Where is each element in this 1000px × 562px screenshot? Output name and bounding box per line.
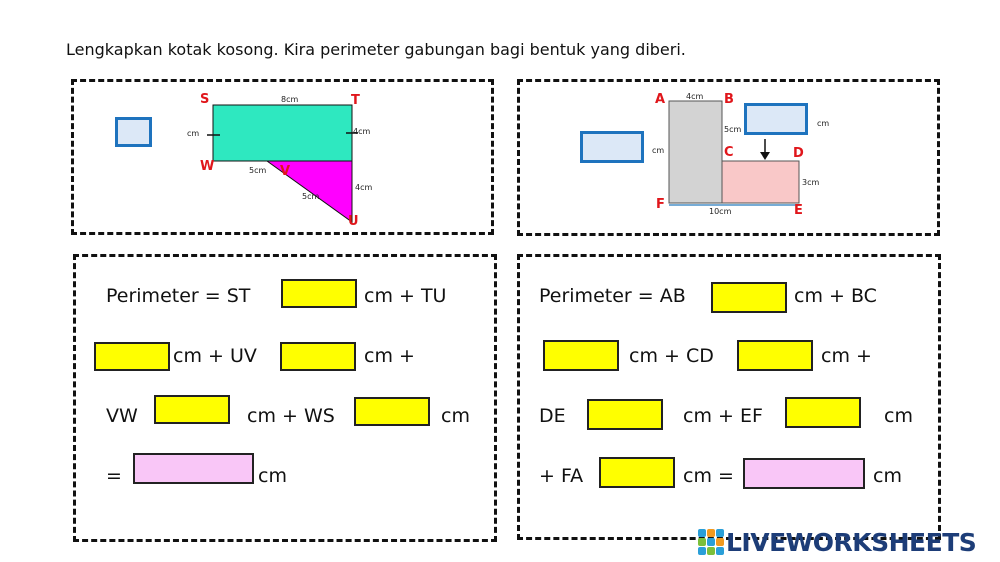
eq2-line1-end: cm + BC [794, 285, 877, 307]
eq1-line2-end: cm + [364, 345, 415, 367]
shape2-left-unit: cm [652, 146, 665, 155]
eq2-line1-start: Perimeter = AB [539, 285, 686, 307]
liveworksheets-logo: LIVEWORKSHEETS [698, 527, 977, 557]
eq2-total-answer[interactable] [743, 458, 865, 489]
vertex-a: A [655, 92, 666, 107]
dim-ab: 4cm [686, 92, 704, 101]
eq1-tu-answer[interactable] [94, 342, 170, 371]
shape2-missing-side-left-input[interactable] [580, 131, 644, 163]
dim-vu: 5cm [302, 192, 320, 201]
eq1-line4-start: = [106, 465, 122, 487]
eq1-total-answer[interactable] [133, 453, 254, 484]
eq1-st-answer[interactable] [281, 279, 357, 308]
vertex-f: F [656, 197, 665, 212]
vertex-s: S [200, 92, 210, 107]
eq2-line4-mid: cm = [683, 465, 734, 487]
eq1-line3-end: cm [441, 405, 470, 427]
eq1-line4-end: cm [258, 465, 287, 487]
dim-wv: 5cm [249, 166, 267, 175]
eq2-line3-mid: cm + EF [683, 405, 763, 427]
eq2-ef-answer[interactable] [785, 397, 861, 428]
eq1-line3-start: VW [106, 405, 138, 427]
eq2-line3-start: DE [539, 405, 566, 427]
shape1-missing-unit: cm [187, 129, 200, 138]
liveworksheets-logo-icon [698, 529, 724, 555]
vertex-u: U [348, 214, 359, 229]
shape2-right-unit: cm [817, 119, 830, 128]
shape1-missing-side-input[interactable] [115, 117, 152, 147]
eq2-line2-end: cm + [821, 345, 872, 367]
vertex-d: D [793, 146, 804, 161]
liveworksheets-logo-text: LIVEWORKSHEETS [726, 527, 977, 557]
vertex-c: C [724, 145, 734, 160]
eq1-line1-start: Perimeter = ST [106, 285, 251, 307]
eq2-fa-answer[interactable] [599, 457, 675, 488]
eq1-ws-answer[interactable] [354, 397, 430, 426]
vertex-t: T [351, 93, 360, 108]
eq2-bc-answer[interactable] [543, 340, 619, 371]
shape2-short-rectangle [721, 160, 800, 204]
shape1-panel [71, 79, 494, 235]
vertex-e: E [794, 203, 803, 218]
eq2-line3-end: cm [884, 405, 913, 427]
dim-fe: 10cm [709, 207, 732, 216]
dim-st: 8cm [281, 95, 299, 104]
vertex-w: W [200, 159, 215, 174]
shape2-panel [517, 79, 940, 236]
shape2-arrow-down-icon [760, 152, 770, 160]
dim-bc: 5cm [724, 125, 742, 134]
eq1-vw-answer[interactable] [154, 395, 230, 424]
eq1-line3-mid: cm + WS [247, 405, 335, 427]
eq2-line4-start: + FA [539, 465, 584, 487]
eq1-line1-end: cm + TU [364, 285, 447, 307]
equation2-panel [517, 254, 941, 540]
vertex-v: V [280, 164, 291, 179]
eq1-line2-mid: cm + UV [173, 345, 257, 367]
eq2-ab-answer[interactable] [711, 282, 787, 313]
shape2-missing-side-right-input[interactable] [744, 103, 808, 135]
dim-de: 3cm [802, 178, 820, 187]
instruction-text: Lengkapkan kotak kosong. Kira perimeter … [66, 40, 686, 59]
dim-tw: 4cm [353, 127, 371, 136]
vertex-b: B [724, 92, 734, 107]
eq1-uv-answer[interactable] [280, 342, 356, 371]
eq2-line4-end: cm [873, 465, 902, 487]
dim-tu: 4cm [355, 183, 373, 192]
eq2-line2-mid: cm + CD [629, 345, 714, 367]
eq2-cd-answer[interactable] [737, 340, 813, 371]
eq2-de-answer[interactable] [587, 399, 663, 430]
equation1-panel [73, 254, 497, 542]
shape2-tall-rectangle [668, 100, 723, 204]
shape1-triangle [265, 160, 353, 223]
